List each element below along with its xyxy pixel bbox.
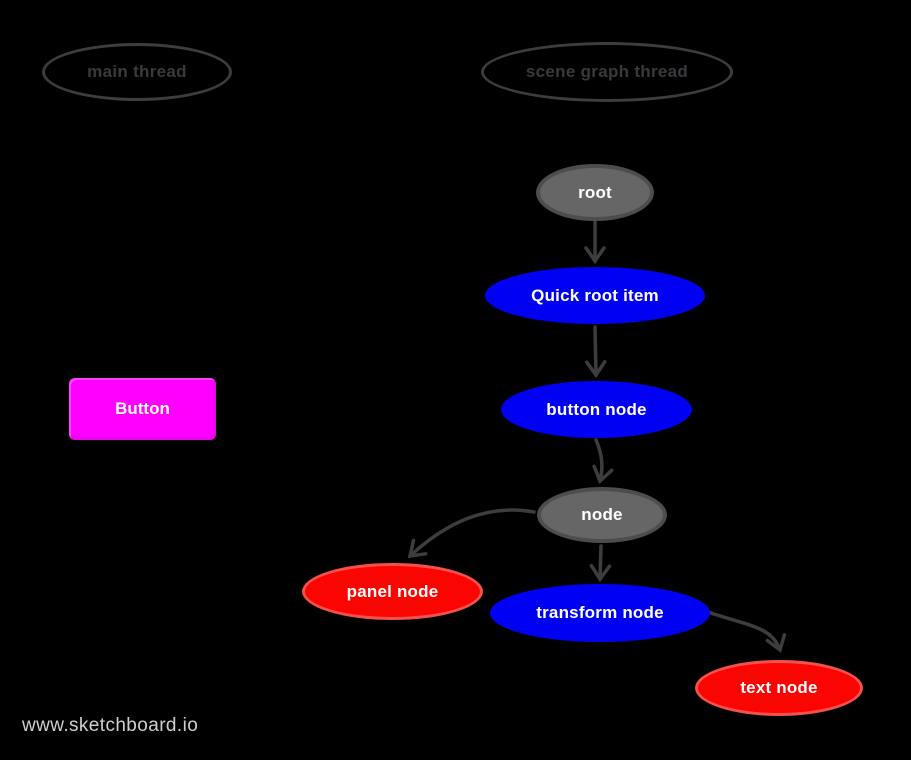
button-widget-label: Button bbox=[115, 399, 170, 418]
sketchboard-watermark: www.sketchboard.io bbox=[22, 715, 199, 736]
main-thread-label: main thread bbox=[87, 62, 187, 81]
edge-node-to-transform-node[interactable] bbox=[589, 544, 612, 583]
node-transform-node-label: transform node bbox=[536, 603, 664, 622]
scene-graph-thread-ellipse[interactable]: scene graph thread bbox=[481, 42, 733, 102]
node-quick-root-item-label: Quick root item bbox=[531, 285, 659, 305]
node-node-label: node bbox=[581, 505, 623, 524]
node-root[interactable]: root bbox=[536, 164, 654, 221]
node-panel-node[interactable]: panel node bbox=[302, 563, 483, 620]
edge-button-node-to-node[interactable] bbox=[592, 438, 614, 484]
node-root-label: root bbox=[578, 182, 612, 202]
node-text-node-label: text node bbox=[740, 678, 818, 697]
scene-graph-thread-label: scene graph thread bbox=[525, 62, 689, 81]
node-transform-node[interactable]: transform node bbox=[490, 584, 710, 642]
button-widget[interactable]: Button bbox=[69, 378, 216, 440]
node-node[interactable]: node bbox=[537, 487, 667, 543]
node-text-node[interactable]: text node bbox=[695, 660, 863, 716]
node-button-node[interactable]: button node bbox=[501, 381, 692, 438]
main-thread-ellipse[interactable]: main thread bbox=[42, 43, 232, 101]
node-quick-root-item[interactable]: Quick root item bbox=[485, 267, 705, 324]
edge-transform-node-to-text-node[interactable] bbox=[706, 610, 787, 653]
node-panel-node-label: panel node bbox=[346, 581, 439, 601]
edge-node-to-panel-node[interactable] bbox=[407, 508, 536, 559]
node-button-node-label: button node bbox=[546, 399, 647, 419]
edge-quick-root-item-to-button-node[interactable] bbox=[584, 325, 607, 379]
